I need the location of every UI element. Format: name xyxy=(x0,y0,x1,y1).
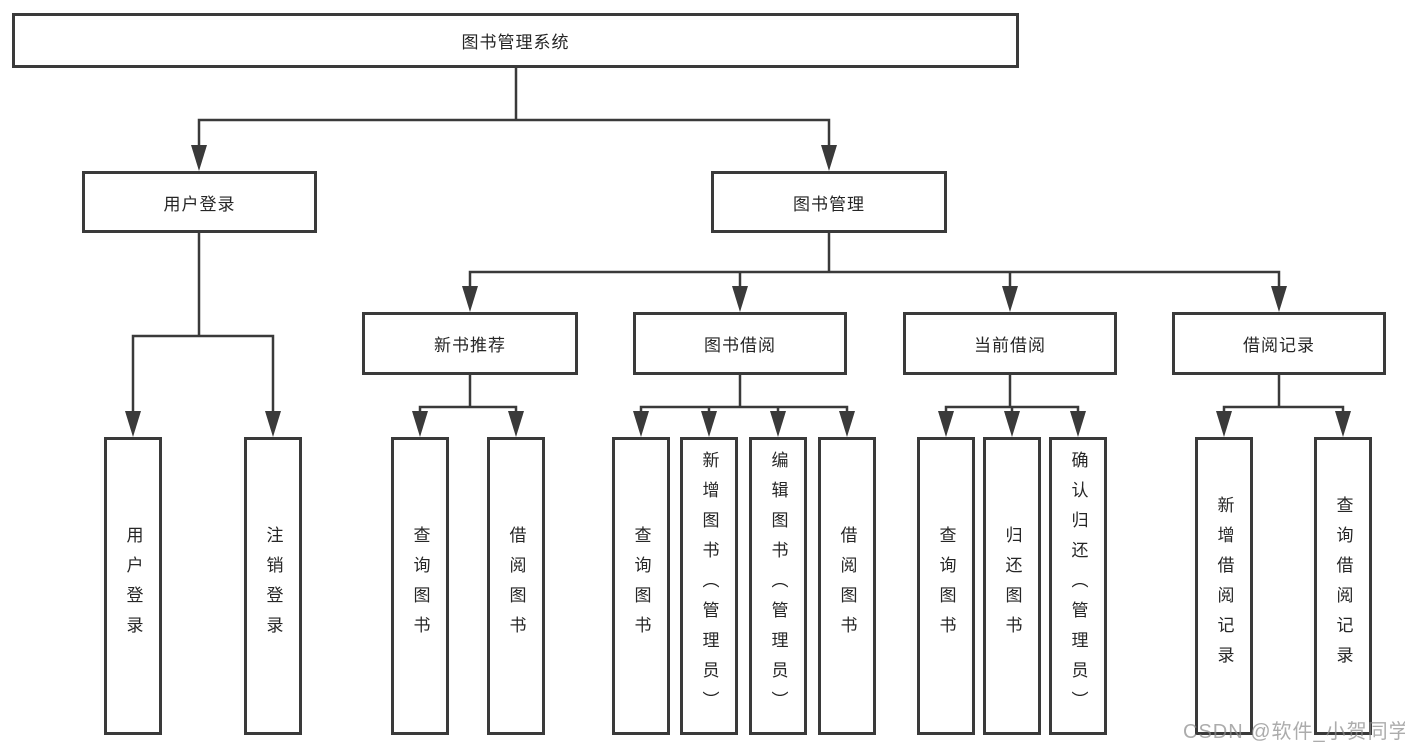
leaf-add-book-admin: 新增图书（管理员） xyxy=(680,437,738,735)
node-current-borrowing: 当前借阅 xyxy=(903,312,1117,375)
node-label: 借阅记录 xyxy=(1243,336,1315,355)
leaf-label: 新增图书（管理员） xyxy=(699,451,719,721)
leaf-label: 确认归还（管理员） xyxy=(1068,451,1088,721)
leaf-label: 新增借阅记录 xyxy=(1214,496,1234,676)
leaf-query-books-borrow: 查询图书 xyxy=(612,437,670,735)
node-label: 新书推荐 xyxy=(434,336,506,355)
leaf-user-login: 用户登录 xyxy=(104,437,162,735)
leaf-edit-book-admin: 编辑图书（管理员） xyxy=(749,437,807,735)
node-book-management: 图书管理 xyxy=(711,171,947,233)
node-library-management-system: 图书管理系统 xyxy=(12,13,1019,68)
node-label: 图书借阅 xyxy=(704,336,776,355)
leaf-label: 借阅图书 xyxy=(506,526,526,646)
node-user-login: 用户登录 xyxy=(82,171,317,233)
node-label: 图书管理 xyxy=(793,194,865,214)
leaf-label: 编辑图书（管理员） xyxy=(768,451,788,721)
leaf-label: 注销登录 xyxy=(263,526,283,646)
leaf-confirm-return-admin: 确认归还（管理员） xyxy=(1049,437,1107,735)
csdn-watermark: CSDN @软件_小贺同学 xyxy=(1183,721,1405,743)
node-new-book-recommendation: 新书推荐 xyxy=(362,312,578,375)
leaf-label: 查询图书 xyxy=(631,526,651,646)
node-label: 当前借阅 xyxy=(974,336,1046,355)
leaf-logout: 注销登录 xyxy=(244,437,302,735)
node-book-borrowing: 图书借阅 xyxy=(633,312,847,375)
leaf-label: 归还图书 xyxy=(1002,526,1022,646)
node-label: 用户登录 xyxy=(163,194,236,214)
leaf-query-borrow-record: 查询借阅记录 xyxy=(1314,437,1372,735)
leaf-label: 查询借阅记录 xyxy=(1333,496,1353,676)
leaf-label: 查询图书 xyxy=(410,526,430,646)
leaf-borrow-books: 借阅图书 xyxy=(818,437,876,735)
node-borrowing-records: 借阅记录 xyxy=(1172,312,1386,375)
leaf-add-borrow-record: 新增借阅记录 xyxy=(1195,437,1253,735)
arrowheads xyxy=(125,145,1351,437)
leaf-return-book: 归还图书 xyxy=(983,437,1041,735)
node-label: 图书管理系统 xyxy=(461,33,570,52)
leaf-label: 用户登录 xyxy=(123,526,143,646)
leaf-label: 查询图书 xyxy=(936,526,956,646)
leaf-query-books-current: 查询图书 xyxy=(917,437,975,735)
leaf-label: 借阅图书 xyxy=(837,526,857,646)
leaf-borrow-books-recommend: 借阅图书 xyxy=(487,437,545,735)
leaf-query-books-recommend: 查询图书 xyxy=(391,437,449,735)
